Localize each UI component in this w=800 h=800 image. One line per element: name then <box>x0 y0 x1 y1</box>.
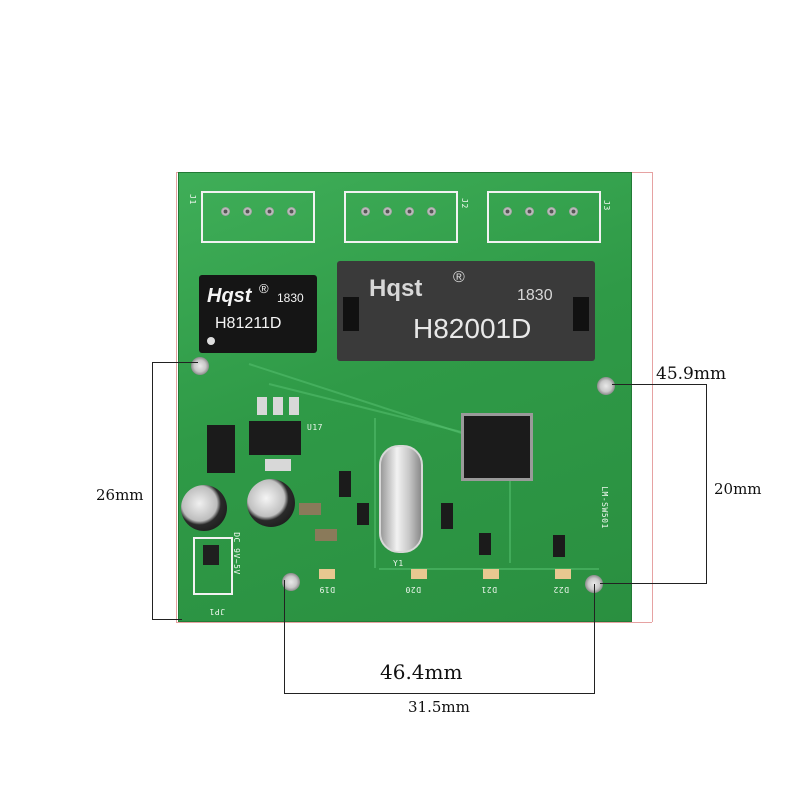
pin <box>287 207 296 216</box>
connector-j1-label: J1 <box>187 194 197 205</box>
dim-bottom-horizontal <box>284 693 595 694</box>
board-outline-right <box>652 172 653 622</box>
dim-right-top-tick <box>612 384 706 385</box>
regulator-u17 <box>249 421 301 455</box>
transformer-large-date: 1830 <box>517 287 553 304</box>
dim-left-top-tick <box>152 362 198 363</box>
dim-left-bottom-tick <box>152 619 182 620</box>
transformer-small-date: 1830 <box>277 291 304 305</box>
pin <box>383 207 392 216</box>
electrolytic-capacitor <box>247 479 295 527</box>
smd-part <box>339 471 351 497</box>
crystal-y1 <box>379 445 423 553</box>
board-id-label: LM-SW501 <box>599 486 609 529</box>
board-outline-bottom <box>176 622 652 623</box>
transformer-large-tab-right <box>573 297 589 331</box>
power-connector-jp1 <box>193 537 233 595</box>
transformer-small: Hqst ® 1830 H81211D <box>199 275 317 353</box>
smd-part <box>357 503 369 525</box>
led-d19-label: D19 <box>319 585 335 594</box>
mounting-hole <box>191 357 209 375</box>
dim-left-label: 26mm <box>96 486 144 504</box>
pad <box>273 397 283 415</box>
u17-label: U17 <box>307 423 323 432</box>
smd-part <box>441 503 453 529</box>
led-d21-label: D21 <box>481 585 497 594</box>
dim-bottom-right-tick <box>594 584 595 694</box>
dim-left-vertical <box>152 362 153 620</box>
board-outline-left <box>176 172 177 622</box>
pin <box>243 207 252 216</box>
pin <box>503 207 512 216</box>
diode <box>207 425 235 473</box>
dim-right-bottom-tick <box>600 583 706 584</box>
connector-j3-label: J3 <box>601 200 611 211</box>
pin <box>569 207 578 216</box>
dim-right-vertical <box>706 384 707 584</box>
jp1-label: JP1 <box>209 607 225 616</box>
electrolytic-capacitor <box>181 485 227 531</box>
switch-ic <box>461 413 533 481</box>
connector-j2-label: J2 <box>459 198 469 209</box>
transformer-large: Hqst ® 1830 H82001D <box>337 261 595 361</box>
smd-part <box>315 529 337 541</box>
smd-part <box>553 535 565 557</box>
smd-part <box>299 503 321 515</box>
mounting-hole <box>282 573 300 591</box>
pin <box>405 207 414 216</box>
mounting-hole <box>597 377 615 395</box>
pad <box>265 459 291 471</box>
dim-right-label: 20mm <box>714 480 762 498</box>
transformer-large-tab-left <box>343 297 359 331</box>
pin <box>427 207 436 216</box>
transformer-large-model: H82001D <box>413 313 532 344</box>
transformer-small-brand: Hqst <box>207 285 252 307</box>
pin <box>361 207 370 216</box>
pin <box>221 207 230 216</box>
trace <box>509 473 511 563</box>
connector-j2-outline <box>344 191 458 243</box>
pin1-dot <box>207 337 215 345</box>
pad <box>257 397 267 415</box>
y1-label: Y1 <box>393 559 404 568</box>
smd-part <box>479 533 491 555</box>
led-d22-label: D22 <box>553 585 569 594</box>
connector-j3-outline <box>487 191 601 243</box>
dim-bottom-label: 31.5mm <box>408 698 470 716</box>
pcb-board: J1 J2 J3 Hqst ® 1830 H81211D Hqst ® 1830… <box>178 172 632 622</box>
power-label: DC 9V~5V <box>231 532 241 575</box>
led-d20-label: D20 <box>405 585 421 594</box>
transformer-small-reg: ® <box>259 281 269 296</box>
pin <box>525 207 534 216</box>
transformer-small-model: H81211D <box>215 315 282 332</box>
trace <box>374 418 376 568</box>
dim-board-width-label: 45.9mm <box>656 364 727 384</box>
transformer-large-reg: ® <box>453 269 465 286</box>
dim-bottom-left-tick <box>284 580 285 694</box>
pad <box>289 397 299 415</box>
pin <box>547 207 556 216</box>
dim-board-height-label: 46.4mm <box>380 660 463 684</box>
power-connector-pin <box>203 545 219 565</box>
transformer-large-brand: Hqst <box>369 275 423 302</box>
connector-j1-outline <box>201 191 315 243</box>
pin <box>265 207 274 216</box>
led-d21 <box>483 569 499 579</box>
led-d22 <box>555 569 571 579</box>
led-d20 <box>411 569 427 579</box>
led-d19 <box>319 569 335 579</box>
